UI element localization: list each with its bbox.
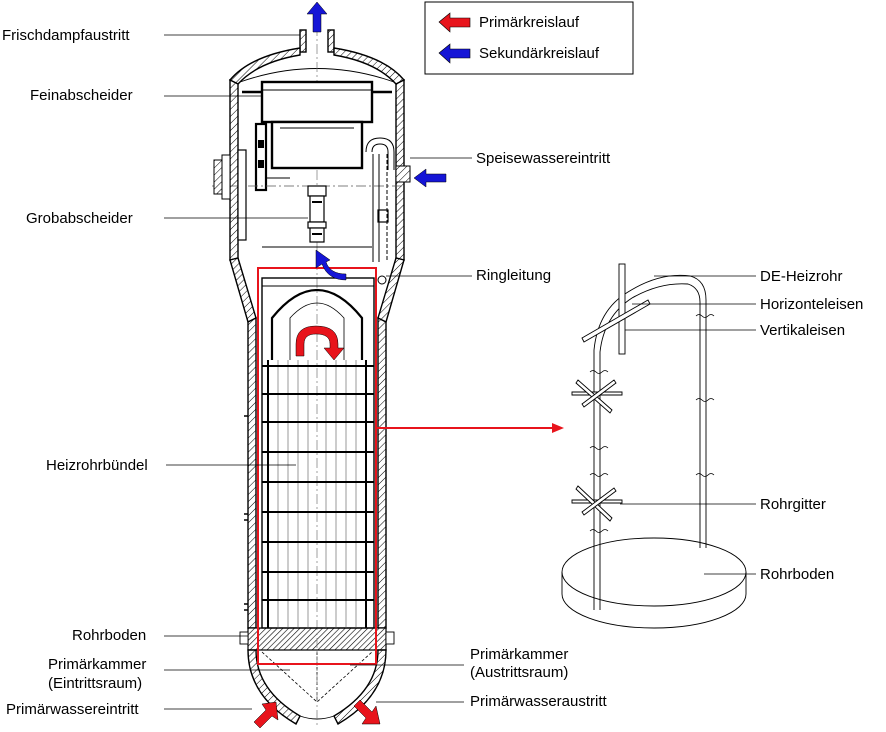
detail-tubesheet-top bbox=[561, 537, 747, 607]
label-vertikaleisen: Vertikaleisen bbox=[760, 322, 845, 339]
label-ringleitung: Ringleitung bbox=[476, 267, 551, 284]
cone-left bbox=[229, 257, 257, 324]
label-speisewassereintritt: Speisewassereintritt bbox=[476, 150, 611, 167]
u-bend bbox=[270, 288, 364, 360]
label-horizontaleisen: Horizonteleisen bbox=[760, 296, 863, 313]
legend-secondary-label: Sekundärkreislauf bbox=[479, 45, 600, 62]
label-primaerwasseraustritt: Primärwasseraustritt bbox=[470, 693, 608, 710]
label-rohrboden-detail: Rohrboden bbox=[760, 566, 834, 583]
label-heizrohrbuendel: Heizrohrbündel bbox=[46, 457, 148, 474]
ring-line-section bbox=[377, 275, 387, 285]
coarse-separator bbox=[262, 185, 372, 248]
detail-pointer-arrowhead bbox=[552, 423, 564, 433]
tube-sheet-lug-right bbox=[385, 631, 395, 645]
label-feinabscheider: Feinabscheider bbox=[30, 87, 133, 104]
primary-arrow-icon bbox=[438, 12, 471, 33]
label-rohrgitter: Rohrgitter bbox=[760, 496, 826, 513]
tube-support-plates bbox=[262, 365, 374, 601]
label-primaerkammer-aus-1: Primärkammer bbox=[470, 646, 568, 663]
feedwater-pipe bbox=[365, 137, 411, 285]
riser-flow-arrow-icon bbox=[315, 249, 347, 281]
wall-brackets bbox=[244, 415, 248, 611]
legend-primary-label: Primärkreislauf bbox=[479, 14, 580, 31]
fine-separator bbox=[212, 80, 404, 192]
lower-wall-left bbox=[247, 316, 257, 629]
detail-break-marks bbox=[589, 314, 715, 533]
label-primaerkammer-aus-2: (Austrittsraum) bbox=[470, 664, 568, 681]
detail-u-tube-outer bbox=[593, 274, 707, 610]
cone-right bbox=[377, 257, 405, 324]
upper-dome bbox=[228, 47, 301, 85]
tube-sheet-lug-left bbox=[239, 631, 249, 645]
label-rohrboden-left: Rohrboden bbox=[72, 627, 146, 644]
secondary-arrow-icon bbox=[438, 43, 471, 64]
fine-separator-upper-box bbox=[260, 80, 374, 124]
left-nozzle bbox=[213, 149, 247, 241]
tube-bundle bbox=[261, 277, 375, 629]
highlight-frame bbox=[257, 267, 377, 665]
label-primaerkammer-ein-1: Primärkammer bbox=[48, 656, 146, 673]
right-labels: Speisewassereintritt Ringleitung Primärk… bbox=[350, 150, 611, 710]
steam-outlet-arrow-icon bbox=[306, 1, 328, 33]
legend: Primärkreislauf Sekundärkreislauf bbox=[424, 1, 634, 75]
primary-outlet-arrow-icon bbox=[353, 699, 381, 725]
legend-box bbox=[424, 1, 634, 75]
lower-wall-right bbox=[377, 316, 387, 629]
steam-nozzle-left bbox=[299, 29, 307, 53]
separator-side-plate bbox=[254, 122, 268, 192]
detail-horizontal-bar bbox=[581, 299, 651, 343]
detail-lattice-grid-upper bbox=[571, 379, 623, 414]
primary-inlet-arrow-icon bbox=[253, 701, 279, 729]
tube-lines bbox=[277, 360, 357, 628]
upper-wall-left bbox=[229, 78, 239, 261]
upper-dome-right bbox=[333, 47, 406, 85]
steam-nozzle-right bbox=[327, 29, 335, 53]
label-de-heizrohr: DE-Heizrohr bbox=[760, 268, 843, 285]
left-labels: Frischdampfaustritt Feinabscheider Groba… bbox=[2, 27, 308, 718]
label-grobabscheider: Grobabscheider bbox=[26, 210, 133, 227]
bottom-head-right bbox=[333, 649, 387, 725]
fine-separator-lower-box bbox=[270, 120, 364, 170]
feedwater-inlet-arrow-icon bbox=[413, 168, 447, 188]
label-frischdampfaustritt: Frischdampfaustritt bbox=[2, 27, 130, 44]
primary-uturn-arrow-icon bbox=[295, 325, 345, 361]
detail-view: DE-Heizrohr Horizonteleisen Vertikaleise… bbox=[561, 263, 863, 629]
label-primaerkammer-ein-2: (Eintrittsraum) bbox=[48, 675, 142, 692]
detail-lattice-grid-lower bbox=[571, 485, 623, 522]
detail-vertical-bar bbox=[618, 263, 626, 355]
label-primaerwassereintritt: Primärwassereintritt bbox=[6, 701, 139, 718]
